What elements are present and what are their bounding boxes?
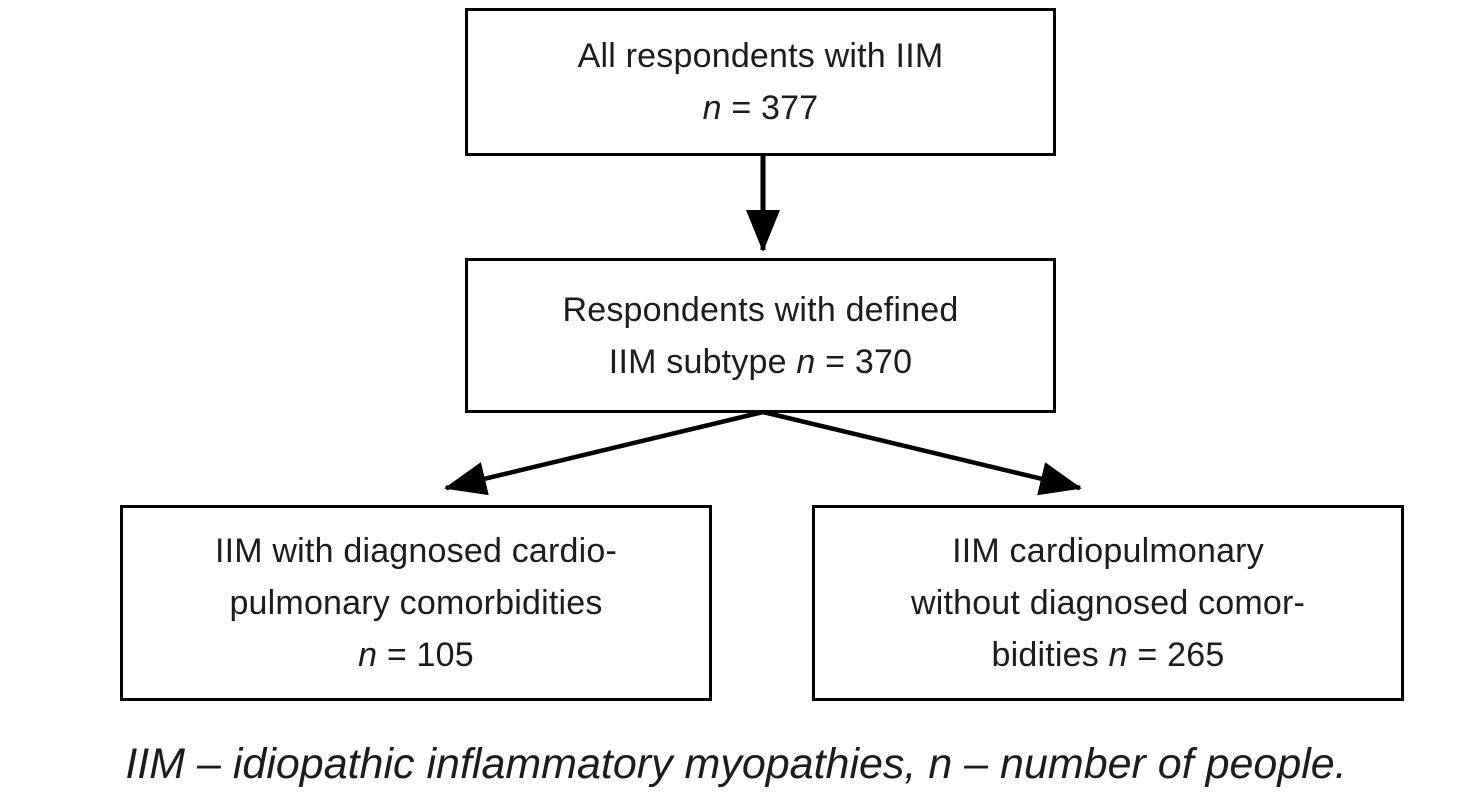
box-without-comorbidities-line2: without diagnosed comor-	[910, 584, 1306, 622]
n-symbol: n	[358, 636, 378, 674]
box-defined-subtype: Respondents with defined IIM subtype n =…	[465, 258, 1056, 413]
n-symbol: n	[702, 89, 722, 127]
box-all-respondents-line1: All respondents with IIM	[577, 37, 944, 75]
box-all-respondents: All respondents with IIM n = 377	[465, 8, 1056, 156]
n-value: = 377	[721, 89, 819, 127]
box-with-comorbidities-line2: pulmonary comorbidities	[229, 584, 603, 622]
n-value: = 265	[1127, 636, 1225, 674]
line-prefix: bidities	[991, 636, 1109, 674]
box-all-respondents-count: n = 377	[703, 82, 819, 134]
n-value: = 105	[377, 636, 474, 674]
box-with-comorbidities-line1: IIM with diagnosed cardio-	[214, 532, 618, 570]
box-defined-subtype-count: IIM subtype n = 370	[609, 336, 912, 388]
n-value: = 370	[815, 342, 913, 381]
box-with-comorbidities: IIM with diagnosed cardio- pulmonary com…	[120, 505, 712, 701]
box-defined-subtype-line1: Respondents with defined	[562, 290, 959, 329]
abbreviations-caption: IIM – idiopathic inflammatory myopathies…	[125, 740, 1347, 788]
n-symbol: n	[796, 342, 816, 381]
box-without-comorbidities: IIM cardiopulmonary without diagnosed co…	[812, 505, 1404, 701]
box-with-comorbidities-count: n = 105	[358, 629, 474, 681]
box-without-comorbidities-count: bidities n = 265	[992, 629, 1225, 681]
arrow-middle-to-right	[762, 409, 1082, 496]
line-prefix: IIM subtype	[608, 342, 797, 381]
n-symbol: n	[1108, 636, 1128, 674]
box-without-comorbidities-line1: IIM cardiopulmonary	[952, 532, 1264, 570]
arrow-middle-to-left	[444, 409, 764, 496]
